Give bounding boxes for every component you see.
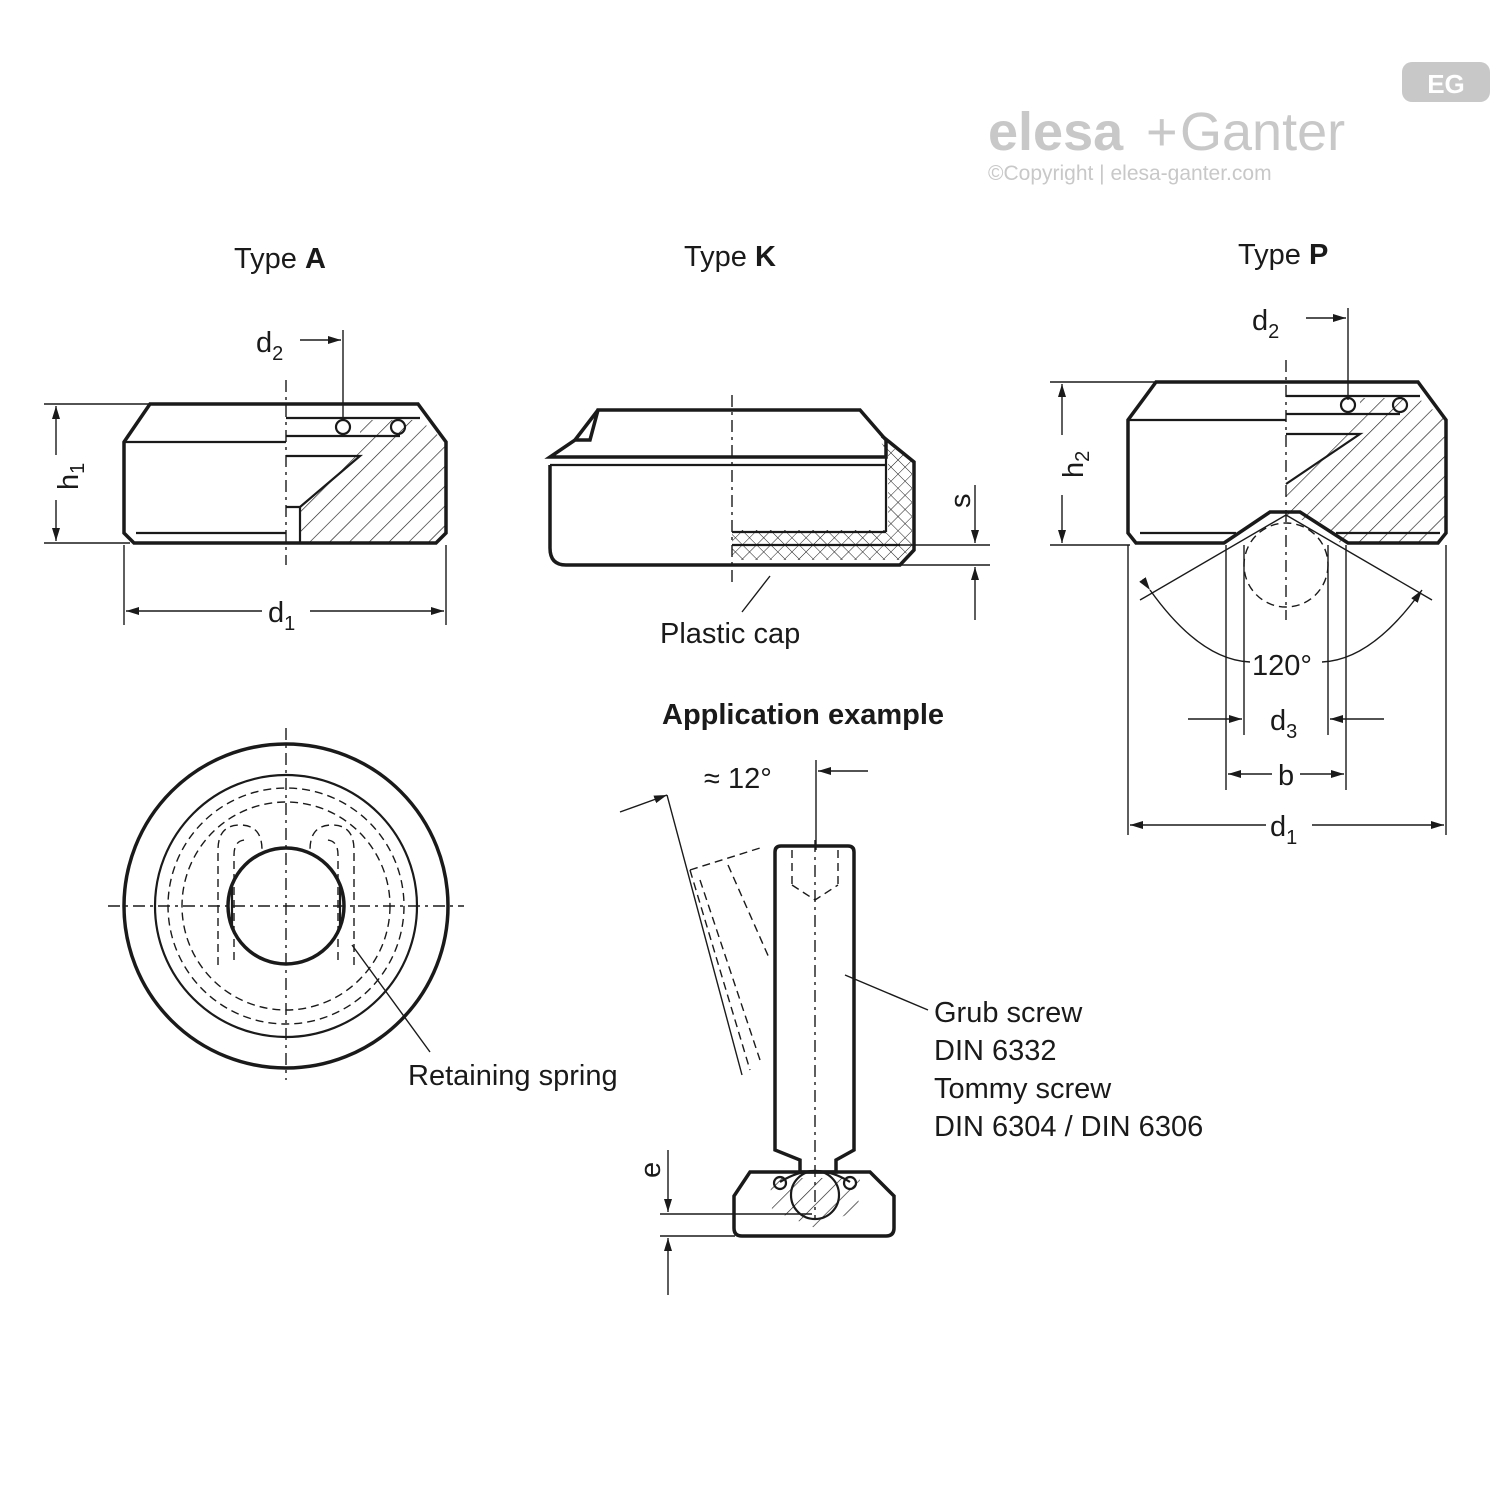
type-a-d1-label: d1 bbox=[268, 597, 295, 635]
b-label: b bbox=[1278, 760, 1294, 792]
grub-screw-label: Grub screw bbox=[934, 997, 1083, 1029]
type-p-title: Type P bbox=[1238, 239, 1328, 271]
type-a-title: Type A bbox=[234, 243, 326, 275]
din-6332-label: DIN 6332 bbox=[934, 1035, 1057, 1067]
type-p-view: h2 d2 120° d3 b d1 bbox=[1050, 305, 1448, 849]
d3-label: d3 bbox=[1270, 705, 1297, 743]
type-a-view: h1 d1 d2 bbox=[44, 327, 448, 635]
s-label: s bbox=[945, 494, 977, 509]
type-a-d2-label: d2 bbox=[256, 327, 283, 365]
angle-12-label: ≈ 12° bbox=[704, 763, 772, 795]
brand-plus: + bbox=[1146, 102, 1178, 162]
type-k-view: s Plastic cap bbox=[544, 395, 990, 650]
e-label: e bbox=[635, 1162, 667, 1178]
h1-label: h1 bbox=[53, 463, 89, 490]
top-view: Retaining spring bbox=[108, 728, 618, 1092]
brand-name-ganter: Ganter bbox=[1180, 102, 1345, 162]
type-p-d1-label: d1 bbox=[1270, 811, 1297, 849]
brand-name-elesa: elesa bbox=[988, 102, 1124, 162]
retaining-spring-label: Retaining spring bbox=[408, 1060, 618, 1092]
type-p-d2-label: d2 bbox=[1252, 305, 1279, 343]
eg-badge-text: EG bbox=[1427, 69, 1465, 99]
tommy-screw-label: Tommy screw bbox=[934, 1073, 1112, 1105]
angle-120-label: 120° bbox=[1252, 650, 1312, 682]
application-example-title: Application example bbox=[662, 699, 944, 731]
h2-label: h2 bbox=[1058, 451, 1094, 478]
brand-logo: EG elesa + Ganter ©Copyright | elesa-gan… bbox=[988, 62, 1490, 185]
eg-badge bbox=[1402, 62, 1490, 102]
plastic-cap-label: Plastic cap bbox=[660, 618, 800, 650]
din-6304-6306-label: DIN 6304 / DIN 6306 bbox=[934, 1111, 1203, 1143]
type-k-title: Type K bbox=[684, 241, 776, 273]
copyright-text: ©Copyright | elesa-ganter.com bbox=[988, 162, 1272, 185]
application-example-view: ≈ 12° e Grub screw DIN 6332 Tommy screw … bbox=[619, 760, 1203, 1295]
